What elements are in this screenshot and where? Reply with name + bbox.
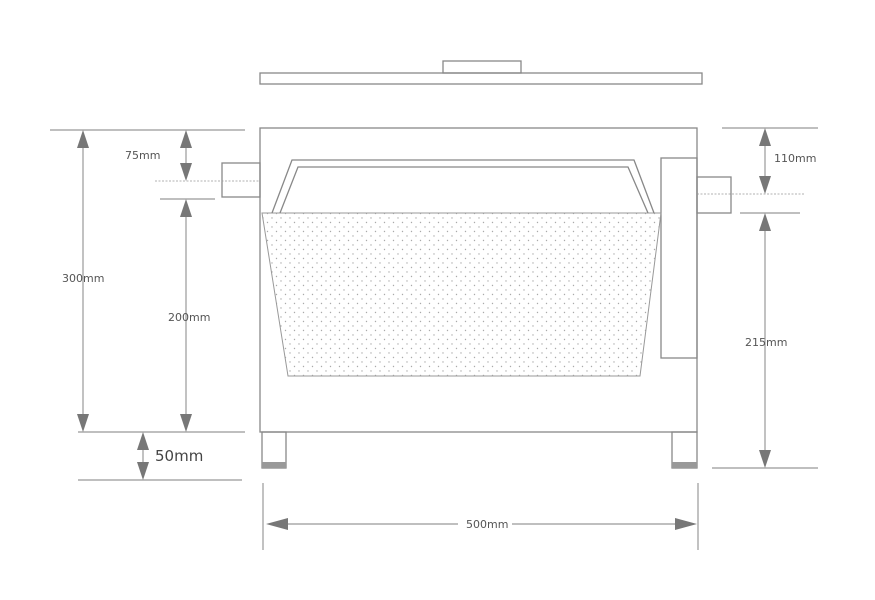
- dim-75: 75mm: [125, 130, 192, 181]
- dim-500: 500mm: [266, 518, 697, 531]
- dim-50: 50mm: [137, 432, 203, 480]
- dim-200: 200mm: [168, 199, 210, 432]
- lid: [259, 60, 703, 85]
- lid-handle: [442, 60, 522, 74]
- label-50mm: 50mm: [155, 447, 203, 465]
- label-500mm: 500mm: [466, 518, 508, 531]
- label-75mm: 75mm: [125, 149, 160, 162]
- dim-300: 300mm: [62, 130, 104, 432]
- outlet-baffle: [660, 157, 698, 359]
- label-300mm: 300mm: [62, 272, 104, 285]
- label-215mm: 215mm: [745, 336, 787, 349]
- label-110mm: 110mm: [774, 152, 816, 165]
- dim-110: 110mm: [759, 128, 816, 194]
- foot-right: [671, 431, 698, 469]
- label-200mm: 200mm: [168, 311, 210, 324]
- dim-215: 215mm: [745, 213, 787, 468]
- inlet-pipe: [221, 162, 261, 198]
- foot-left: [261, 431, 287, 469]
- extension-lines: [50, 127, 818, 550]
- strainer-basket: [261, 159, 662, 377]
- outlet-pipe: [696, 176, 732, 214]
